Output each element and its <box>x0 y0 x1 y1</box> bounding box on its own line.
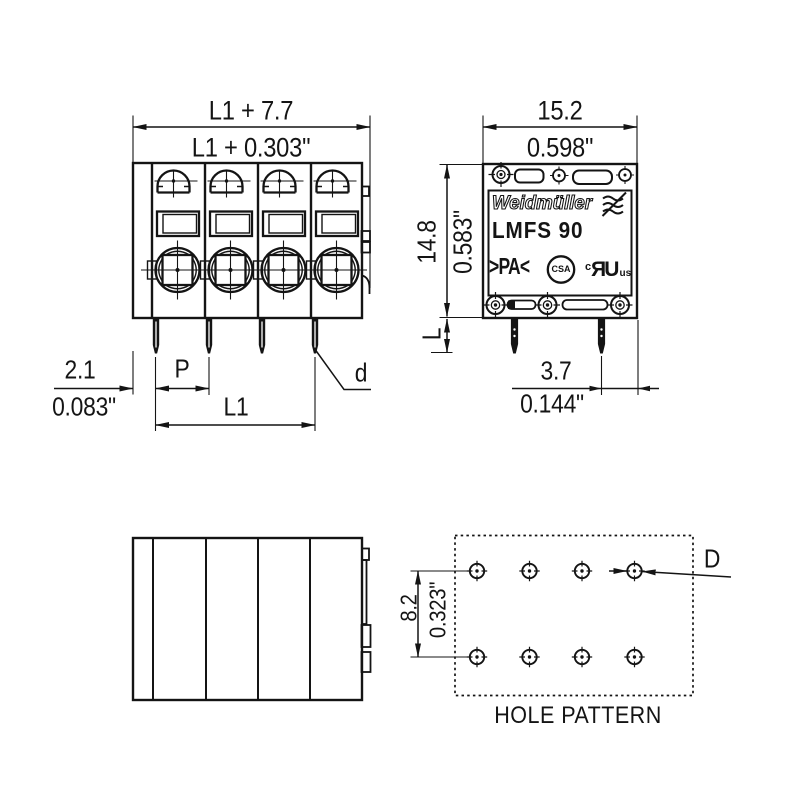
material-marking: >PA< <box>489 253 530 279</box>
front-solder-pins <box>152 318 319 354</box>
side-height-mm-dim: 14.8 <box>411 220 442 264</box>
rating-label-plate <box>487 189 633 297</box>
hole-pattern-caption: HOLE PATTERN <box>494 702 662 729</box>
pin-edge-in-dim: 0.144" <box>520 388 584 419</box>
pin-edge-mm-dim: 3.7 <box>540 355 572 386</box>
top-target-marks <box>488 162 634 187</box>
hole-pattern-outline <box>454 534 694 697</box>
ul-mark: cRUus <box>585 258 631 282</box>
bottom-view <box>131 536 372 702</box>
bottom-side-tabs <box>360 547 372 673</box>
front-dimensions <box>54 115 371 431</box>
row-spacing-mm-dim: 8.2 <box>395 594 422 622</box>
side-width-in-dim: 0.598" <box>526 132 594 163</box>
ul-u-text: U <box>604 258 620 281</box>
hole-pattern-dimensions <box>410 568 732 658</box>
side-dimensions <box>431 115 659 395</box>
row-spacing-in-dim: 0.323" <box>424 581 451 639</box>
side-width-mm-dim: 15.2 <box>537 95 583 126</box>
wire-entry-icons <box>141 240 367 300</box>
screw-dome-icons <box>154 169 357 198</box>
length-label: L1 <box>223 391 249 422</box>
ul-reversed-r-text: R <box>591 258 607 281</box>
front-width-in-dim: L1 + 0.303" <box>191 132 311 163</box>
csa-mark-text: CSA <box>551 264 571 274</box>
front-width-mm-dim: L1 + 7.7 <box>208 95 294 126</box>
side-solder-pins <box>510 318 606 354</box>
front-view <box>54 115 371 431</box>
brand-logo-text: Weidmüller <box>491 192 593 214</box>
bottom-target-marks <box>483 292 633 318</box>
ul-c-text: c <box>585 261 592 273</box>
front-offset-mm-dim: 2.1 <box>64 354 96 385</box>
csa-mark-icon <box>546 255 576 284</box>
pin-length-label: L <box>416 327 447 341</box>
hole-pattern <box>410 534 732 697</box>
side-height-in-dim: 0.583" <box>447 210 478 274</box>
front-body <box>131 161 364 320</box>
ul-us-text: us <box>619 268 632 279</box>
weidmueller-logo-icon <box>601 191 627 217</box>
side-body <box>481 162 639 320</box>
mounting-hole-icons <box>466 560 645 668</box>
product-name: LMFS 90 <box>492 217 584 243</box>
front-offset-in-dim: 0.083" <box>52 391 116 422</box>
pin-diameter-label: d <box>354 357 368 388</box>
hole-diameter-label: D <box>703 543 721 574</box>
side-view <box>431 115 659 395</box>
pitch-label: P <box>174 353 190 384</box>
marker-slot-icons <box>155 210 360 238</box>
